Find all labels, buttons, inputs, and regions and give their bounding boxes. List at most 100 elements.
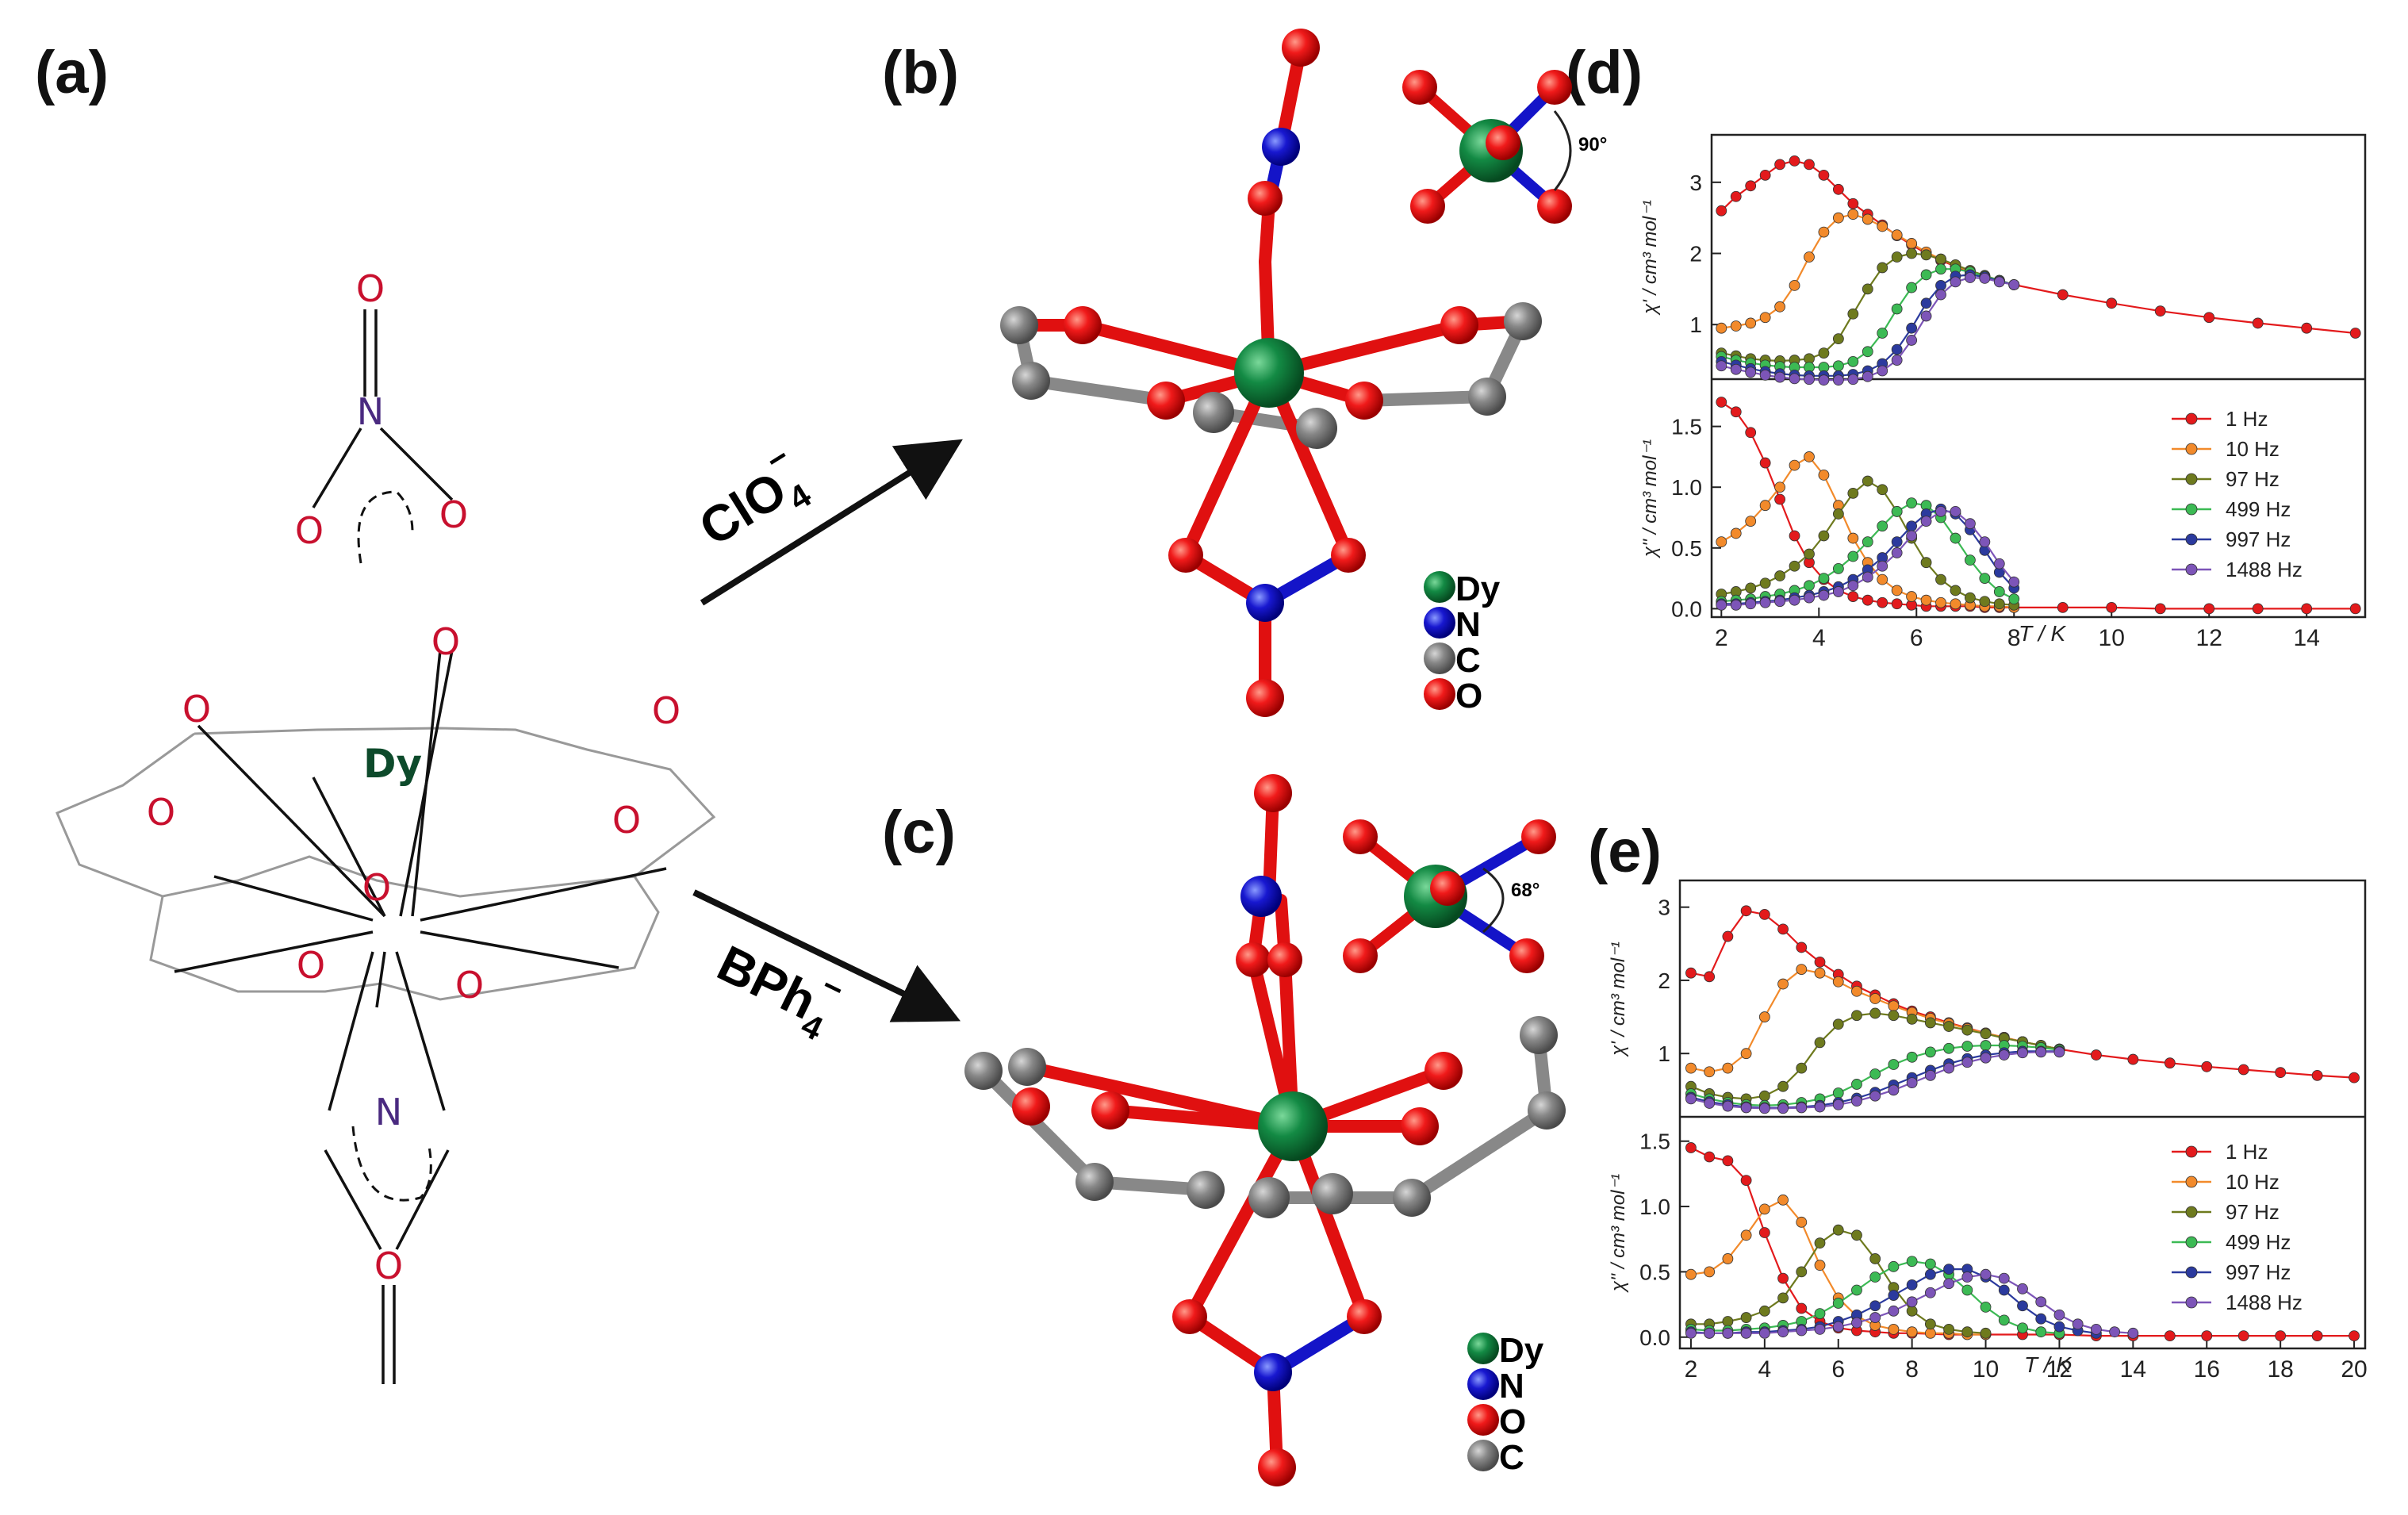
data-point [1906, 1326, 1918, 1338]
data-point [2109, 1326, 2121, 1338]
data-point [1888, 1305, 1900, 1317]
data-point [1998, 1284, 2010, 1296]
x-tick-label: 8 [1905, 1356, 1919, 1383]
data-point [1965, 554, 1976, 566]
x-tick-label: 14 [2294, 625, 2320, 651]
data-point [1979, 573, 1991, 585]
legend-marker [2185, 412, 2198, 425]
data-point [1924, 1258, 1936, 1270]
data-point [2154, 305, 2166, 317]
data-point [1814, 1101, 1826, 1113]
angle-c: 68° [1511, 880, 1540, 901]
data-point [1730, 527, 1742, 539]
y-tick-label: 0.0 [1671, 596, 1702, 621]
y-tick-label: 2 [1689, 242, 1702, 267]
data-point [1685, 1093, 1697, 1105]
data-point [1722, 1100, 1734, 1112]
data-point [2035, 1046, 2047, 1058]
data-point [1796, 942, 1808, 953]
legend-marker [2185, 1266, 2198, 1279]
nitrate-bottom [324, 1126, 450, 1384]
data-point [1704, 1266, 1716, 1278]
data-point [2017, 1322, 2028, 1334]
data-point [1685, 1062, 1697, 1074]
series-line [1720, 159, 2356, 335]
data-point [1950, 598, 1961, 610]
data-point [1759, 312, 1771, 324]
data-point [2035, 1296, 2047, 1308]
data-point [1891, 598, 1903, 610]
data-point [1789, 560, 1800, 572]
data-point [2017, 1047, 2028, 1059]
data-point [2106, 601, 2118, 613]
legend-marker [2185, 503, 2198, 516]
x-axis-label: T / K [2024, 1352, 2072, 1377]
data-point [1716, 322, 1727, 334]
data-point [1722, 1327, 1734, 1339]
data-point [1862, 475, 1873, 487]
panel-label-a: (a) [35, 39, 109, 106]
data-point [1777, 1103, 1789, 1114]
data-point [1891, 251, 1903, 263]
legend-b-n: N [1455, 605, 1481, 644]
data-point [2349, 1072, 2360, 1084]
data-point [1759, 577, 1771, 589]
legend-panel-c: Dy N O C [1467, 1331, 1544, 1477]
legend-label: 1 Hz [2226, 407, 2268, 431]
data-point [1965, 272, 1976, 283]
atom-n-bottom: N [375, 1091, 402, 1133]
data-point [1722, 930, 1734, 942]
data-point [1716, 599, 1727, 611]
data-point [1979, 596, 1991, 608]
data-point [1862, 346, 1873, 358]
data-point [1745, 598, 1757, 610]
data-point [1832, 1018, 1844, 1030]
data-point [1920, 310, 1932, 322]
inset-anion-c: 68° [1343, 819, 1556, 973]
data-point [1979, 273, 1991, 284]
data-point [1716, 536, 1727, 548]
data-point [1740, 1229, 1752, 1241]
data-point [1980, 1268, 1992, 1280]
data-point [1722, 1062, 1734, 1074]
y-tick-label: 3 [1658, 896, 1670, 920]
data-point [1818, 573, 1830, 585]
x-tick-label: 10 [2099, 625, 2125, 651]
data-point [1920, 594, 1932, 606]
data-point [1888, 1059, 1900, 1070]
crown-ring-top [56, 727, 716, 898]
data-point [1814, 1237, 1826, 1249]
data-point [1935, 263, 1946, 275]
legend-marker [2185, 1145, 2198, 1158]
data-point [1869, 1271, 1881, 1283]
data-point [2252, 603, 2264, 615]
atom-o-ring-1: O [431, 620, 460, 663]
x-tick-label: 6 [1910, 625, 1923, 651]
y-tick-label: 1.5 [1639, 1130, 1670, 1154]
data-point [1906, 1013, 1918, 1025]
data-point [1774, 159, 1785, 171]
legend-marker [2185, 1296, 2198, 1309]
data-point [1804, 451, 1815, 462]
data-point [1943, 1042, 1954, 1054]
legend-label: 997 Hz [2226, 1260, 2291, 1284]
data-point [2252, 317, 2264, 329]
data-point [1920, 269, 1932, 281]
data-point [1851, 1229, 1862, 1241]
data-point [1758, 1203, 1770, 1215]
y-axis-label: χ' / cm³ mol⁻¹ [1639, 200, 1661, 316]
data-point [1745, 582, 1757, 594]
crown-ring-bottom [149, 876, 660, 1001]
data-point [1796, 1216, 1808, 1228]
legend-c-n: N [1499, 1367, 1524, 1406]
data-point [1730, 190, 1742, 202]
data-point [2017, 1300, 2028, 1312]
data-point [1924, 1287, 1936, 1298]
data-point [1906, 1296, 1918, 1308]
data-point [1758, 1103, 1770, 1114]
data-point [1730, 363, 1742, 375]
data-point [1740, 1175, 1752, 1187]
data-point [1758, 909, 1770, 920]
data-point [1722, 1316, 1734, 1327]
